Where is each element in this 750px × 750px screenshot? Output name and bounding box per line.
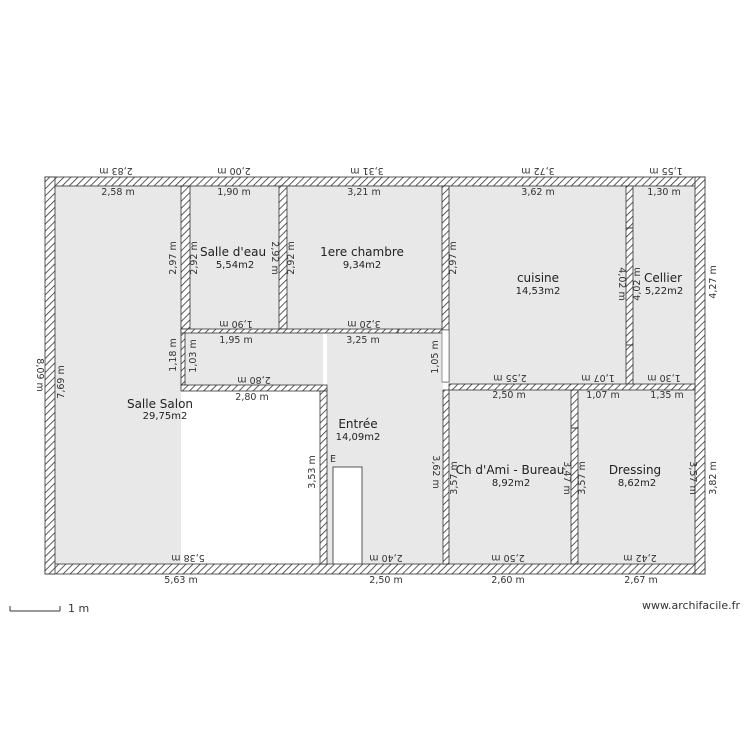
room-area: 14,09m2: [336, 432, 381, 443]
room-area: 9,34m2: [343, 260, 381, 271]
room-area: 14,53m2: [516, 286, 561, 297]
entrance-door[interactable]: [332, 466, 363, 565]
dimension-label: 5,38 m: [171, 552, 204, 563]
brand-watermark[interactable]: www.archifacile.fr: [642, 599, 740, 612]
room-name[interactable]: Salle d'eau: [200, 245, 266, 259]
dimension-label: 1,18 m: [168, 338, 179, 371]
dimension-label: 2,50 m: [491, 552, 524, 563]
room-name[interactable]: Cellier: [644, 271, 682, 285]
dimension-label: 4,27 m: [708, 265, 719, 298]
dimension-label: 1,30 m: [647, 187, 680, 198]
dimensions-top: 2,83 m 2,00 m 3,31 m 3,72 m 1,55 m 2,58 …: [99, 165, 682, 198]
dimension-label: 2,92 m: [286, 241, 297, 274]
dimension-label: 2,50 m: [492, 390, 525, 401]
room-area: 8,62m2: [618, 478, 656, 489]
dimension-label: 2,50 m: [369, 575, 402, 586]
dimension-label: 2,58 m: [101, 187, 134, 198]
dimension-label: 3,72 m: [521, 165, 554, 176]
dimensions-sides: 8,09 m 7,69 m 4,27 m 3,82 m: [34, 265, 719, 494]
room-area: 5,54m2: [216, 260, 254, 271]
dimension-label: 4,02 m: [632, 267, 643, 300]
dimension-label: 1,35 m: [650, 390, 683, 401]
openings: [332, 227, 633, 565]
dimension-label: 3,62 m: [430, 455, 441, 488]
dimension-label: 3,31 m: [350, 165, 383, 176]
scale-bar: 1 m: [9, 602, 89, 615]
room-name[interactable]: 1ere chambre: [320, 245, 404, 259]
dimension-label: 1,05 m: [430, 340, 441, 373]
dimension-label: 1,07 m: [581, 372, 614, 383]
dimension-label: 2,97 m: [448, 241, 459, 274]
dimension-label: 2,80 m: [237, 374, 270, 385]
kitchen-passage: [441, 329, 450, 383]
room-area: 29,75m2: [143, 411, 188, 422]
dimension-label: 8,09 m: [34, 358, 45, 391]
dimension-label: 3,82 m: [708, 461, 719, 494]
dimension-label: 3,25 m: [346, 335, 379, 346]
dimension-label: 3,57 m: [449, 461, 460, 494]
dimension-label: 4,02 m: [616, 267, 627, 300]
dimension-label: 7,69 m: [56, 365, 67, 398]
room-name[interactable]: Entrée: [338, 417, 377, 431]
dimension-label: 5,63 m: [164, 575, 197, 586]
room-name[interactable]: Dressing: [609, 463, 661, 477]
dimension-label: 1,55 m: [649, 165, 682, 176]
dimension-label: 1,03 m: [188, 339, 199, 372]
dimensions-interior: 2,97 m 2,92 m 2,92 m 2,92 m 1,90 m 1,95 …: [168, 241, 698, 494]
room-floors: [55, 186, 695, 564]
dimension-label: 2,60 m: [491, 575, 524, 586]
dimension-label: 1,90 m: [219, 318, 252, 329]
dimension-label: 2,83 m: [99, 165, 132, 176]
walls: [44, 176, 706, 575]
dimension-label: 2,42 m: [623, 552, 656, 563]
room-name[interactable]: cuisine: [517, 271, 559, 285]
dimension-label: 3,20 m: [347, 318, 380, 329]
room-area: 5,22m2: [645, 286, 683, 297]
dimension-label: 1,90 m: [217, 187, 250, 198]
dimension-label: 2,00 m: [217, 165, 250, 176]
room-name[interactable]: Ch d'Ami - Bureau: [456, 463, 565, 477]
dimension-label: 1,95 m: [219, 335, 252, 346]
dimension-label: 3,21 m: [347, 187, 380, 198]
dimensions-bottom: 5,63 m 2,50 m 2,60 m 2,67 m 5,38 m 2,40 …: [164, 552, 657, 586]
dimension-label: 2,55 m: [493, 372, 526, 383]
dimension-label: 3,53 m: [307, 455, 318, 488]
dimension-label: 1,30 m: [647, 372, 680, 383]
dimension-label: 2,97 m: [168, 241, 179, 274]
dimension-label: 3,57 m: [577, 461, 588, 494]
scale-label: 1 m: [68, 602, 89, 615]
dimension-label: 3,62 m: [521, 187, 554, 198]
dimension-label: 1,07 m: [586, 390, 619, 401]
dimension-label: 2,80 m: [235, 392, 268, 403]
room-name[interactable]: Salle Salon: [127, 397, 193, 411]
dimension-label: 3,57 m: [687, 461, 698, 494]
room-area: 8,92m2: [492, 478, 530, 489]
dimension-label: E: [330, 454, 336, 465]
room-labels: Salle Salon 29,75m2 Salle d'eau 5,54m2 1…: [127, 245, 683, 489]
dimension-label: 2,67 m: [624, 575, 657, 586]
dimension-label: 2,92 m: [189, 241, 200, 274]
dimension-label: 2,40 m: [369, 552, 402, 563]
dimension-label: 2,92 m: [269, 241, 280, 274]
dimension-label: 3,47 m: [561, 461, 572, 494]
